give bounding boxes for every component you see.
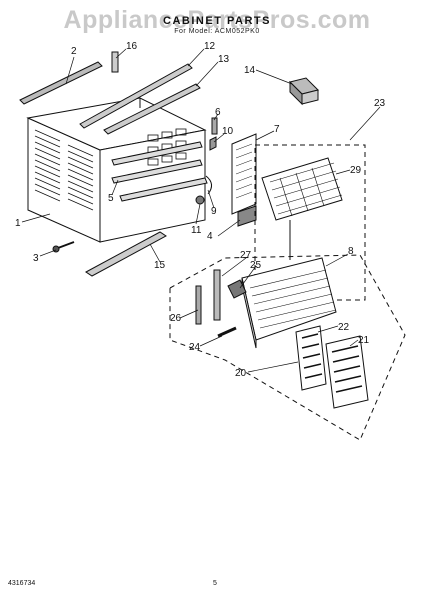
callout-25: 25 (250, 260, 262, 271)
part-24-rod (217, 326, 237, 338)
part-29-grille (261, 157, 343, 221)
footer-part-number: 4316734 (8, 580, 36, 587)
callout-14: 14 (244, 65, 256, 76)
lower-assembly (169, 254, 406, 441)
part-13-rail (103, 83, 201, 135)
part-7-filter-pad (231, 133, 257, 215)
part-15-rail (85, 231, 167, 277)
callout-24: 24 (189, 342, 201, 353)
part-10-clip (209, 136, 217, 151)
callout-20: 20 (235, 368, 247, 379)
footer-page-number: 5 (213, 580, 217, 587)
callout-8: 8 (348, 246, 354, 257)
callout-2: 2 (71, 46, 77, 57)
part-27-strip (213, 269, 221, 321)
diagram-title: CABINET PARTS (163, 15, 271, 27)
callout-4: 4 (207, 231, 213, 242)
watermark: AppliancePartsPros.com (63, 6, 371, 34)
part-6-strip (211, 117, 218, 135)
callout-10: 10 (222, 126, 234, 137)
callout-7: 7 (274, 124, 280, 135)
part-8-coil-frame (241, 257, 337, 349)
callout-labels: 2 16 12 13 14 23 6 10 7 1 5 3 9 11 4 15 … (15, 41, 386, 379)
callout-9: 9 (211, 206, 217, 217)
callout-1: 1 (15, 218, 21, 229)
part-3-screw (52, 241, 75, 253)
callout-5: 5 (108, 193, 114, 204)
callout-26: 26 (170, 313, 182, 324)
callout-12: 12 (204, 41, 216, 52)
callout-22: 22 (338, 322, 350, 333)
part-25-wedge (227, 279, 247, 299)
front-panel-assembly (254, 144, 366, 301)
callout-3: 3 (33, 253, 39, 264)
part-26-strip (195, 285, 202, 325)
part-21-frame (325, 335, 369, 409)
part-11-grommet (195, 195, 205, 205)
part-14-bracket (289, 77, 319, 106)
callout-6: 6 (215, 107, 221, 118)
callout-15: 15 (154, 260, 166, 271)
leader-lines (21, 48, 381, 373)
diagram-subtitle: For Model: ACM052PK0 (174, 28, 260, 35)
callout-16: 16 (126, 41, 138, 52)
part-2-rail (19, 61, 103, 105)
part-16-bracket (111, 51, 119, 73)
callout-29: 29 (350, 165, 362, 176)
callout-11: 11 (191, 225, 202, 236)
callout-21: 21 (358, 335, 370, 346)
cabinet-shell (26, 97, 208, 243)
callout-27: 27 (240, 250, 252, 261)
callout-23: 23 (374, 98, 386, 109)
callout-13: 13 (218, 54, 230, 65)
part-12-rail (79, 63, 193, 129)
part-22-louvers (295, 325, 327, 391)
